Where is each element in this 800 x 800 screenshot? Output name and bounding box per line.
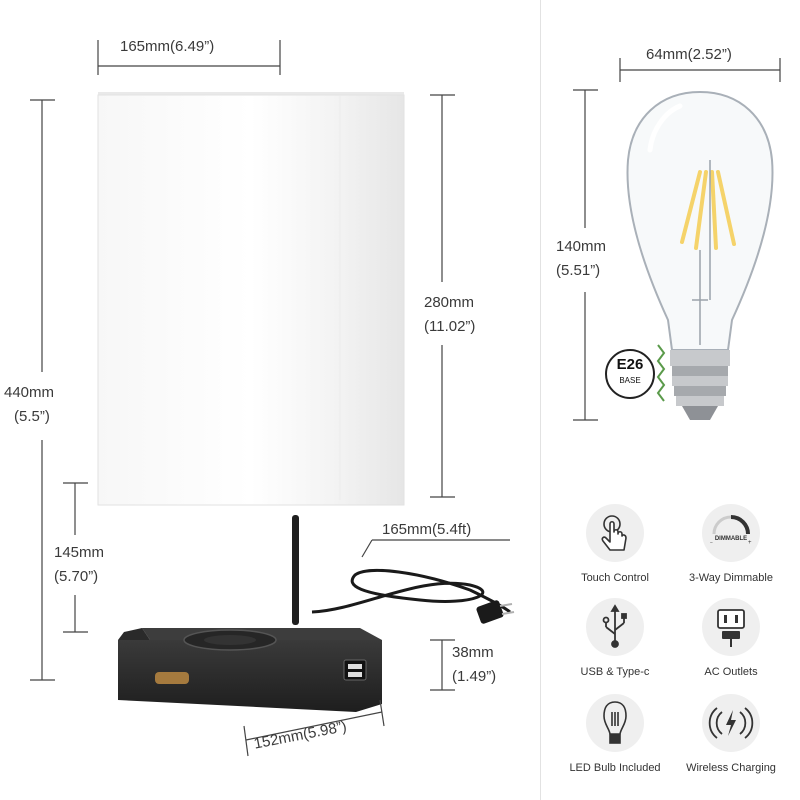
feature-label: LED Bulb Included (569, 762, 661, 774)
lamp-base (118, 628, 382, 712)
base-height-in-label: (1.49”) (452, 668, 497, 685)
dimmable-icon-text: DIMMABLE (714, 536, 748, 542)
bulb-width-label: 64mm(2.52”) (646, 46, 732, 63)
ac-outlet-icon (702, 598, 760, 656)
shade-width-label: 165mm(6.49”) (120, 38, 215, 55)
bulb-filaments (680, 170, 736, 250)
stem-height-in-label: (5.70”) (54, 568, 99, 585)
total-height-mm-label: 440mm (4, 384, 55, 401)
feature-ac-outlets: AC Outlets (671, 598, 791, 678)
feature-usb: USB & Type-c (555, 598, 675, 678)
feature-wireless-charging: Wireless Charging (671, 694, 791, 774)
led-bulb-icon (586, 694, 644, 752)
lamp-stem (292, 515, 299, 625)
svg-text:−: − (710, 540, 713, 546)
usb-icon (586, 598, 644, 656)
feature-label: Touch Control (581, 572, 649, 584)
base-height-mm-label: 38mm (452, 644, 494, 661)
shade-height-mm-label: 280mm (424, 294, 475, 311)
shade-height-in-label: (11.02”) (424, 318, 476, 335)
lamp-shade (97, 92, 405, 506)
svg-text:+: + (748, 540, 752, 546)
total-height-in-label: (5.5”) (14, 408, 50, 425)
stem-height-mm-label: 145mm (54, 544, 105, 561)
feature-label: USB & Type-c (580, 666, 650, 678)
feature-led-bulb: LED Bulb Included (555, 694, 675, 774)
feature-dimmable: − + DIMMABLE 3-Way Dimmable (671, 504, 791, 584)
power-cord (311, 568, 511, 614)
touch-icon (586, 504, 644, 562)
e26-badge-top: E26 (616, 356, 644, 373)
bulb-height-in-label: (5.51”) (556, 262, 601, 279)
feature-label: AC Outlets (704, 666, 758, 678)
panel-divider (540, 0, 541, 800)
bulb-height-mm-label: 140mm (556, 238, 607, 255)
feature-touch-control: Touch Control (555, 504, 675, 584)
feature-label: 3-Way Dimmable (689, 572, 773, 584)
power-plug (476, 600, 515, 624)
bulb-screw-base (670, 350, 730, 420)
feature-label: Wireless Charging (686, 762, 776, 774)
cord-length-label: 165mm(5.4ft) (382, 521, 472, 538)
bulb-diagram (573, 58, 781, 421)
e26-badge-bottom: BASE (619, 376, 641, 385)
lamp-diagram (30, 40, 515, 757)
wireless-charging-icon (702, 694, 760, 752)
dimmer-icon: − + DIMMABLE (702, 504, 760, 562)
